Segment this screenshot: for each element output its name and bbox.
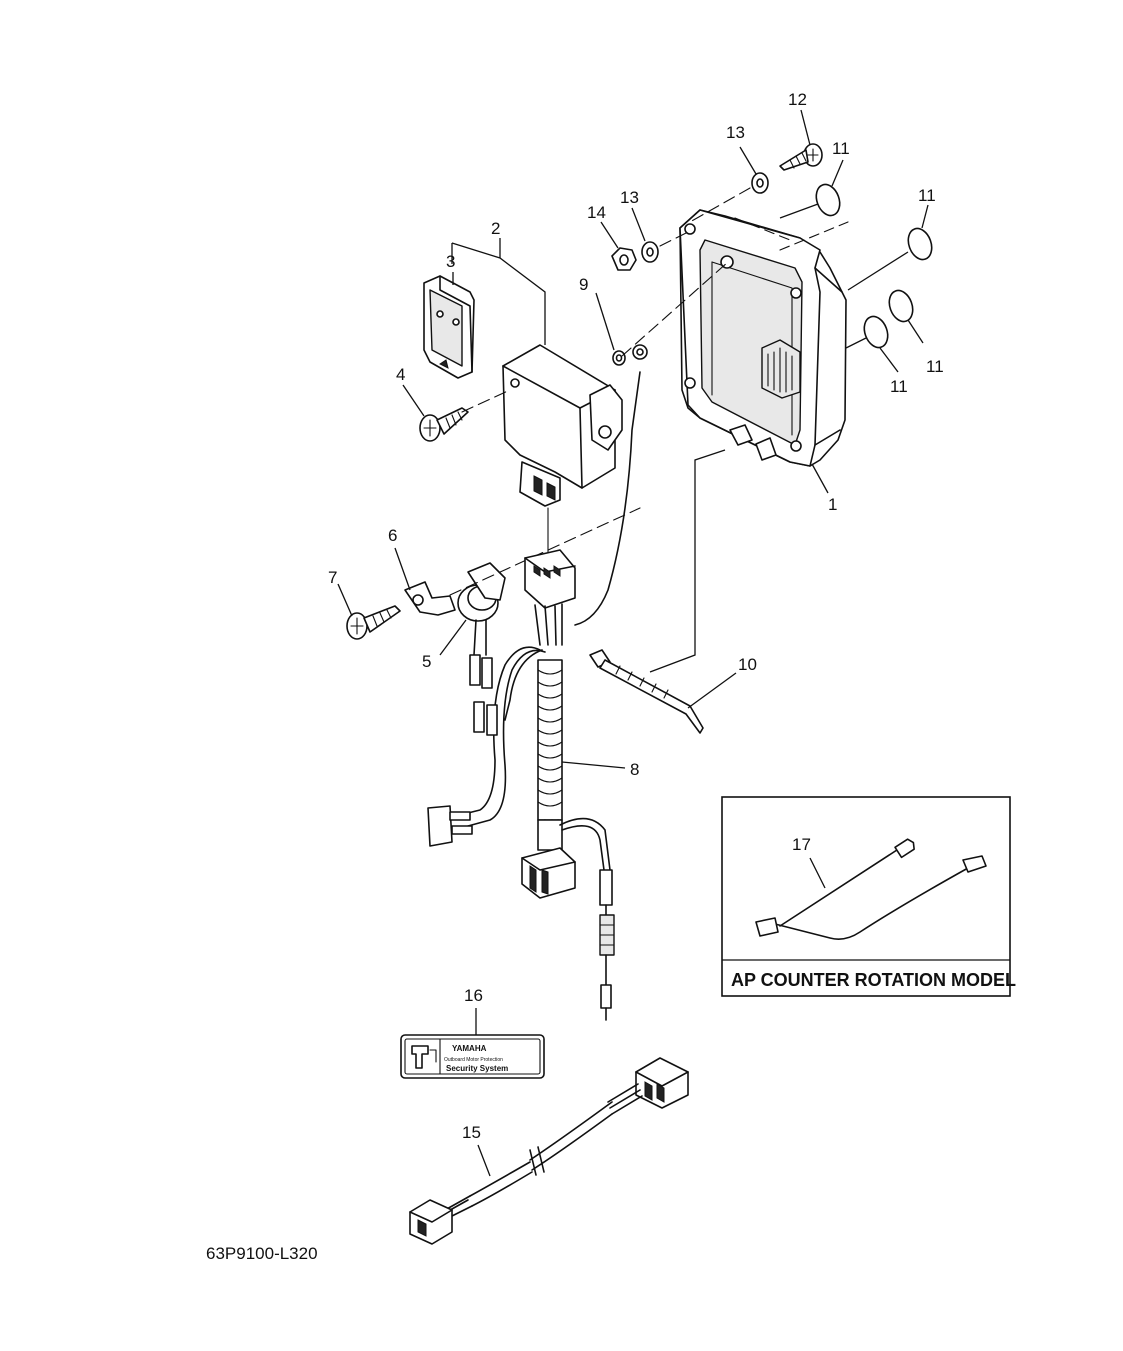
part-8-wire-harness xyxy=(427,344,648,1021)
callout-15: 15 xyxy=(462,1123,481,1142)
part-17-lead-wire xyxy=(755,838,987,940)
callout-10: 10 xyxy=(738,655,757,674)
callout-11b: 11 xyxy=(918,186,936,205)
inset-caption: AP COUNTER ROTATION MODEL xyxy=(731,970,1016,990)
part-1-bracket-housing xyxy=(679,209,849,467)
callout-5: 5 xyxy=(422,652,431,671)
decal-line-2: Security System xyxy=(446,1064,508,1073)
callout-16: 16 xyxy=(464,986,483,1005)
callout-13a: 13 xyxy=(726,123,745,142)
part-9-washer xyxy=(612,261,729,366)
callout-7: 7 xyxy=(328,568,337,587)
part-15-extension-lead xyxy=(409,1057,689,1245)
callout-9: 9 xyxy=(579,275,588,294)
part-14-nut xyxy=(611,247,637,271)
decal-brand: YAMAHA xyxy=(452,1044,487,1053)
callout-14: 14 xyxy=(587,203,606,222)
callout-4: 4 xyxy=(396,365,405,384)
part-2-control-unit xyxy=(502,344,623,507)
part-11-grommets xyxy=(779,183,933,349)
callout-6: 6 xyxy=(388,526,397,545)
part-6-clamp xyxy=(404,507,641,616)
part-10-cable-tie xyxy=(589,449,726,734)
decal-line-1: Outboard Motor Protection xyxy=(444,1057,503,1063)
part-3-cover-cap xyxy=(423,275,475,379)
part-4-screw xyxy=(419,389,511,442)
callout-2: 2 xyxy=(491,219,500,238)
callout-12: 12 xyxy=(788,90,807,109)
callout-17: 17 xyxy=(792,835,811,854)
leader-lines xyxy=(337,109,929,1177)
callout-11d: 11 xyxy=(890,377,908,396)
callout-11a: 11 xyxy=(832,139,850,158)
corrugated-tube xyxy=(537,659,563,821)
inset-ap-counter-rotation: AP COUNTER ROTATION MODEL xyxy=(721,796,1016,997)
callout-8: 8 xyxy=(630,760,639,779)
callout-1: 1 xyxy=(828,495,837,514)
drawing-code: 63P9100-L320 xyxy=(206,1244,318,1263)
part-13-washers xyxy=(641,172,769,263)
callout-numbers: 1 2 3 4 5 6 7 8 9 10 11 11 11 11 12 13 1… xyxy=(328,90,944,1142)
callout-11c: 11 xyxy=(926,357,944,376)
callout-3: 3 xyxy=(446,252,455,271)
part-5-buzzer xyxy=(457,562,506,689)
part-7-screw xyxy=(346,605,401,640)
part-16-label-decal: YAMAHA Outboard Motor Protection Securit… xyxy=(400,1034,545,1079)
part-12-screw xyxy=(779,143,823,171)
callout-13b: 13 xyxy=(620,188,639,207)
